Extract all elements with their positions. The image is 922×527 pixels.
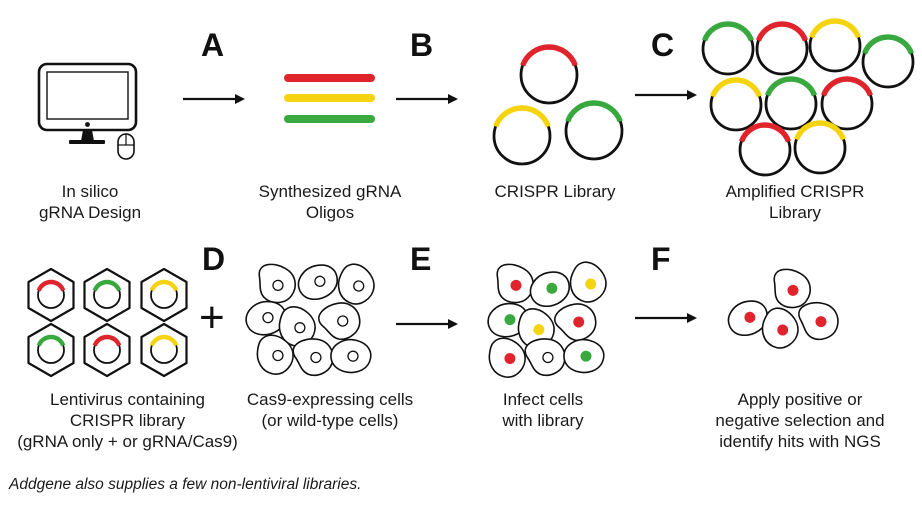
infected-cell xyxy=(484,299,532,341)
cas9-cell xyxy=(242,297,290,339)
lentivirus-plasmid-red xyxy=(92,334,122,364)
plasmid-red xyxy=(519,44,579,105)
plasmid-green xyxy=(564,100,624,161)
cas9-cell xyxy=(329,258,382,311)
footnote: Addgene also supplies a few non-lentivir… xyxy=(9,476,362,493)
computer-icon xyxy=(37,62,138,160)
selected-cells xyxy=(722,266,842,355)
lentivirus-hexagon xyxy=(140,267,188,323)
amplified-plasmid-green xyxy=(764,76,818,131)
lentivirus-hexagon xyxy=(140,322,188,378)
selected-cell xyxy=(796,298,842,344)
infected-cell xyxy=(524,266,576,313)
infected-cells xyxy=(483,256,614,382)
caption-design: In silico gRNA Design xyxy=(38,182,142,222)
caption-infect: Infect cells with library xyxy=(502,390,584,430)
caption-library: CRISPR Library xyxy=(494,182,616,201)
cas9-cells xyxy=(242,258,382,381)
infected-cell xyxy=(483,334,531,382)
caption-cas9-cells: Cas9-expressing cells (or wild-type cell… xyxy=(246,390,414,430)
step-a-label: A xyxy=(201,27,225,63)
lentivirus-hexagon xyxy=(83,267,131,323)
cas9-cell xyxy=(272,302,322,352)
step-e-label: E xyxy=(410,241,432,277)
lentivirus-hexagon xyxy=(27,322,75,378)
caption-oligos: Synthesized gRNA Oligos xyxy=(258,182,402,222)
lentivirus-plasmid-green xyxy=(92,279,122,309)
selected-cell xyxy=(753,302,806,355)
lentivirus-particles xyxy=(27,267,188,378)
selected-cell xyxy=(768,266,815,312)
infected-cell xyxy=(491,261,538,307)
selected-cell xyxy=(722,295,774,342)
oligo-lines xyxy=(284,74,375,123)
amplified-plasmid-red xyxy=(738,122,792,177)
cas9-cell xyxy=(292,259,344,306)
amplified-plasmid-green xyxy=(701,21,755,76)
cas9-cell xyxy=(251,331,299,379)
cas9-cell xyxy=(290,333,338,381)
caption-lentivirus: Lentivirus containing CRISPR library (gR… xyxy=(17,390,238,451)
caption-amplified: Amplified CRISPR Library xyxy=(725,182,865,222)
step-b-label: B xyxy=(410,27,434,63)
step-d-label: D xyxy=(202,241,226,277)
plus-sign: + xyxy=(199,293,225,342)
infected-cell xyxy=(511,304,561,354)
cas9-cell xyxy=(328,337,373,375)
amplified-plasmid-red xyxy=(820,76,874,131)
crispr-library-plasmids xyxy=(492,44,624,166)
cas9-cell xyxy=(314,294,368,348)
cas9-cell xyxy=(253,261,300,307)
infected-cell xyxy=(561,256,614,309)
lentivirus-plasmid-yellow xyxy=(149,279,179,309)
amplified-library-plasmids xyxy=(701,18,915,177)
amplified-plasmid-yellow xyxy=(808,18,862,73)
lentivirus-hexagon xyxy=(83,322,131,378)
plasmid-yellow xyxy=(492,105,552,166)
amplified-plasmid-yellow xyxy=(709,77,763,132)
lentivirus-plasmid-green xyxy=(36,334,66,364)
caption-selection: Apply positive or negative selection and… xyxy=(715,390,885,451)
amplified-plasmid-green xyxy=(861,34,915,89)
lentivirus-hexagon xyxy=(27,267,75,323)
step-c-label: C xyxy=(651,27,675,63)
amplified-plasmid-yellow xyxy=(793,120,847,175)
infected-cell xyxy=(522,333,570,381)
lentivirus-plasmid-yellow xyxy=(149,334,179,364)
step-f-label: F xyxy=(651,241,671,277)
infected-cell xyxy=(561,337,606,375)
infected-cell xyxy=(550,295,604,349)
amplified-plasmid-red xyxy=(755,21,809,76)
lentivirus-plasmid-red xyxy=(36,279,66,309)
